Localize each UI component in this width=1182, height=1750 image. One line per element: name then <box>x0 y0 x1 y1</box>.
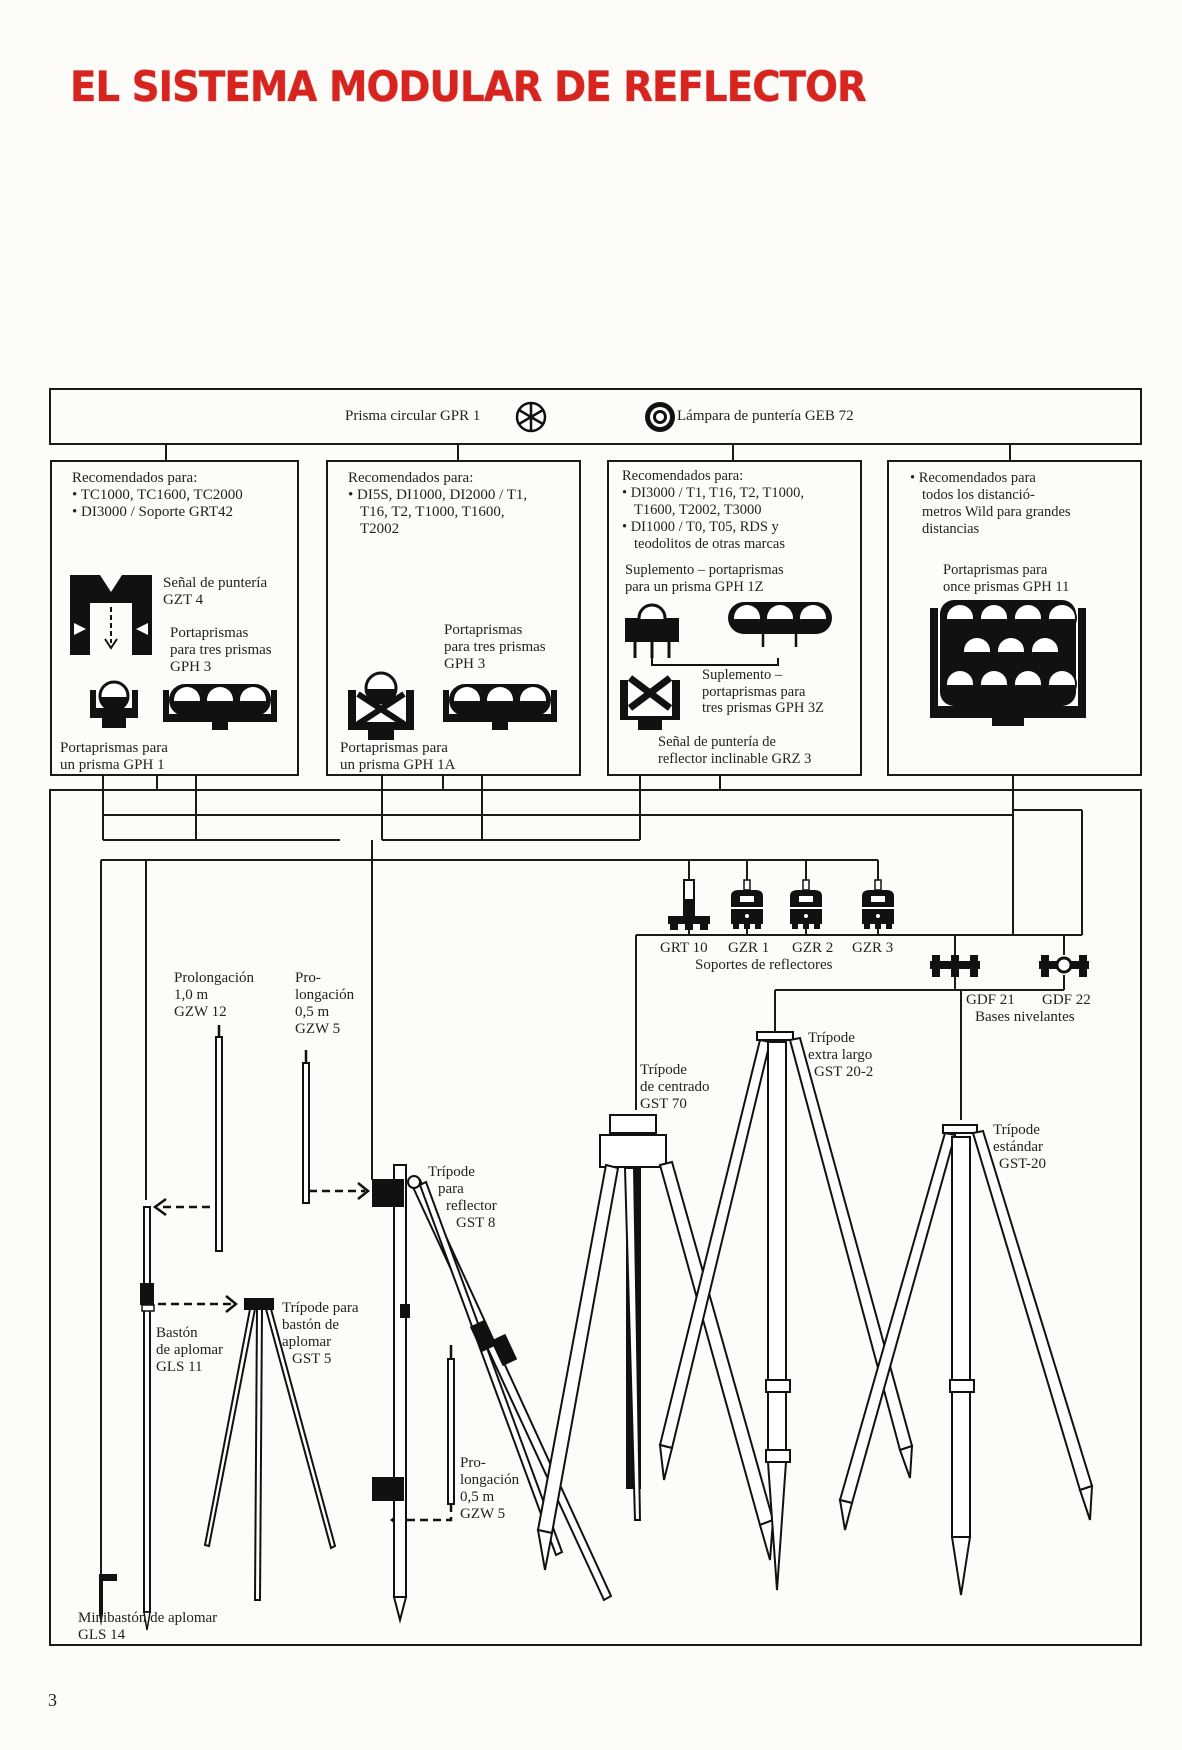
box-2-bullet-cont: T2002 <box>360 521 400 537</box>
reflector-support-grt10-icon <box>668 879 710 930</box>
box-3-bullet-cont: T1600, T2002, T3000 <box>634 502 762 518</box>
circular-prism-icon <box>515 401 547 433</box>
arrow-ext-to-gst8-foot <box>395 1504 453 1522</box>
aiming-lamp-icon <box>645 402 675 432</box>
reflector-support-gzr2-icon <box>790 879 822 929</box>
single-prism-holder-icon <box>90 680 138 728</box>
box-frame-2 <box>326 460 581 776</box>
box-2-bullet-cont: T16, T2, T1000, T1600, <box>360 504 505 520</box>
tripod-gst20 <box>838 1124 1094 1596</box>
triple-prism-holder-icon <box>443 684 557 730</box>
box-4-bullet-cont: todos los distanció- <box>922 487 1035 503</box>
tripod-gst8 <box>372 1164 613 1624</box>
box-3-heading: Recomendados para: <box>622 468 744 484</box>
single-prism-supplement-icon <box>625 603 679 658</box>
support-model-grt10: GRT 10 <box>660 940 708 956</box>
box-3-bullet-cont: teodolitos de otras marcas <box>634 536 785 552</box>
support-model-gzr1: GZR 1 <box>728 940 770 956</box>
tribrachs-caption: Bases nivelantes <box>975 1009 1075 1025</box>
box-frame-3 <box>607 460 862 776</box>
box-4-bullet-cont: metros Wild para grandes <box>922 504 1071 520</box>
box-3-bullet: DI3000 / T1, T16, T2, T1000, <box>622 485 804 502</box>
box-4-bullet-cont: distancias <box>922 521 980 537</box>
extension-rod-05m-b <box>447 1358 455 1505</box>
box-4-bullet: Recomendados para <box>910 470 1036 487</box>
tribrach-model-gdf21: GDF 21 <box>966 992 1015 1008</box>
top-bar-frame <box>49 388 1142 445</box>
support-model-gzr3: GZR 3 <box>852 940 894 956</box>
triple-prism-supplement-icon <box>728 602 832 647</box>
page-number: 3 <box>48 1690 57 1710</box>
triple-prism-holder-icon <box>163 684 277 730</box>
target-plate-icon <box>70 575 152 655</box>
extension-rod-05m-a <box>302 1062 310 1204</box>
extension-rod-1m <box>215 1036 223 1252</box>
tripod-gst20-2 <box>658 1031 914 1591</box>
tilting-target-icon <box>620 675 680 730</box>
support-model-gzr2: GZR 2 <box>792 940 834 956</box>
lower-frame <box>49 789 1142 1646</box>
tribrach-gdf22-icon <box>1039 955 1089 977</box>
reflector-support-gzr1-icon <box>731 879 763 929</box>
box-1-heading: Recomendados para: <box>72 470 198 486</box>
box-frame-4 <box>887 460 1142 776</box>
box-frame-1 <box>50 460 299 776</box>
single-prism-holder-icon <box>348 671 414 740</box>
mini-plumb-pole-gls14 <box>99 1574 117 1626</box>
aiming-lamp-label: Lámpara de puntería GEB 72 <box>677 408 854 424</box>
box-1-bullet: TC1000, TC1600, TC2000 <box>72 487 243 504</box>
tribrach-model-gdf22: GDF 22 <box>1042 992 1091 1008</box>
tribrach-gdf21-icon <box>930 955 980 977</box>
reflector-support-gzr3-icon <box>862 879 894 929</box>
plumb-pole-gls11 <box>140 1206 155 1631</box>
box-1-bullet: DI3000 / Soporte GRT42 <box>72 504 233 521</box>
tripod-gst5 <box>203 1298 337 1601</box>
box-2-bullet: DI5S, DI1000, DI2000 / T1, <box>348 487 527 504</box>
box-3-bullet: DI1000 / T0, T05, RDS y <box>622 519 779 536</box>
box-2-heading: Recomendados para: <box>348 470 474 486</box>
circular-prism-label: Prisma circular GPR 1 <box>345 408 481 424</box>
page-title: EL SISTEMA MODULAR DE REFLECTOR <box>70 62 867 111</box>
tripod-gst70 <box>536 1114 775 1571</box>
eleven-prism-holder-icon <box>930 600 1086 726</box>
supports-caption: Soportes de reflectores <box>695 957 833 973</box>
